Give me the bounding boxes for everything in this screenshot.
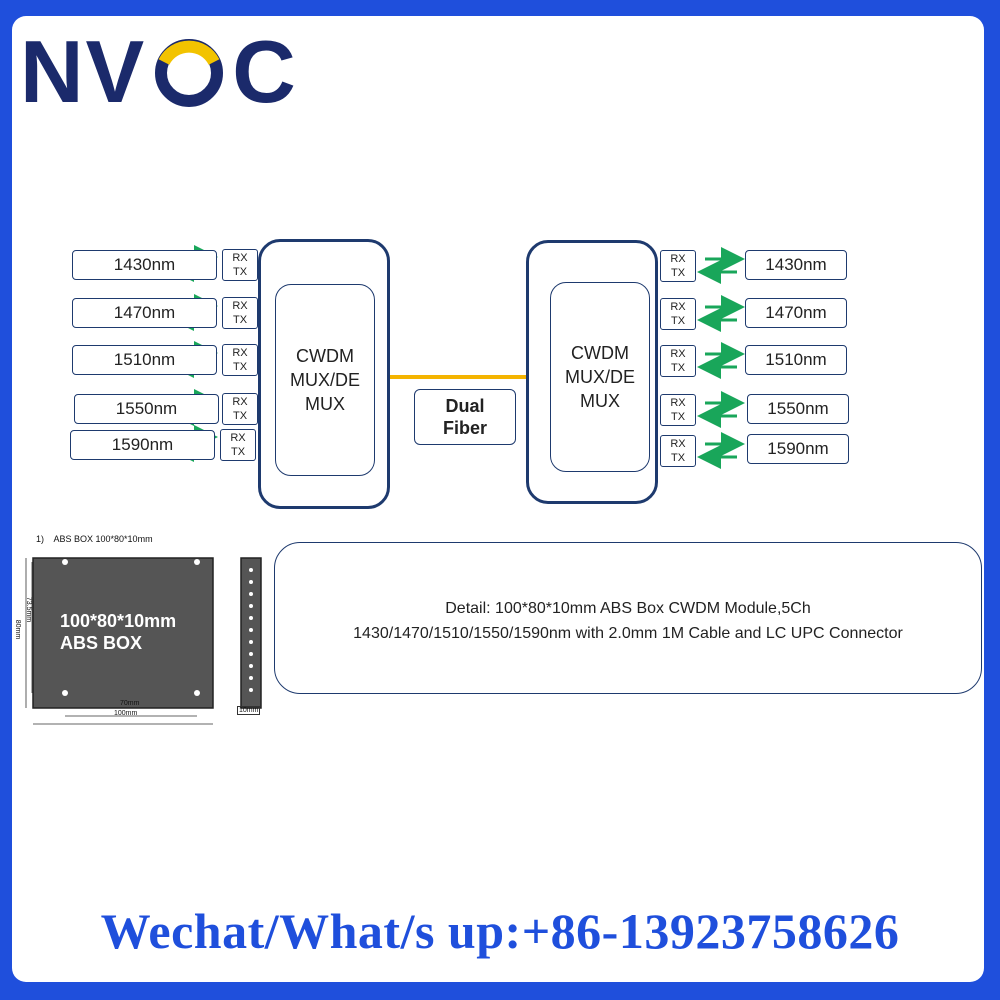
port-icon	[249, 568, 253, 572]
logo-ring-icon	[150, 32, 228, 110]
mount-hole-icon	[194, 690, 200, 696]
port-icon	[249, 580, 253, 584]
port-icon	[249, 640, 253, 644]
left-wavelength-3: 1510nm	[72, 345, 217, 375]
dim-thickness: 10mm	[237, 706, 261, 715]
left-wavelength-5: 1590nm	[70, 430, 215, 460]
left-wavelength-4: 1550nm	[74, 394, 219, 424]
port-icon	[249, 664, 253, 668]
right-mux-outer	[526, 240, 658, 504]
detail-panel	[274, 542, 982, 694]
detail-line-1: Detail: 100*80*10mm ABS Box CWDM Module,…	[445, 600, 811, 617]
right-wavelength-4: 1550nm	[747, 394, 849, 424]
mount-hole-icon	[62, 559, 68, 565]
abs-box-labels: 100*80*10mm ABS BOX	[60, 610, 176, 654]
abs-box-drawing	[25, 557, 262, 725]
port-icon	[249, 676, 253, 680]
detail-text: Detail: 100*80*10mm ABS Box CWDM Module,…	[274, 596, 982, 646]
dim-width: 100mm	[114, 710, 138, 717]
abs-box-type-label: ABS BOX	[60, 633, 143, 653]
mount-hole-icon	[194, 559, 200, 565]
port-icon	[249, 616, 253, 620]
abs-box-size-label: 100*80*10mm	[60, 611, 177, 631]
port-icon	[249, 592, 253, 596]
right-wavelength-2: 1470nm	[745, 298, 847, 328]
port-icon	[249, 604, 253, 608]
dim-hole-height: 73.5mm	[25, 596, 33, 623]
contact-footer: Wechat/What/s up:+86-13923758626	[100, 903, 900, 959]
detail-line-2: 1430/1470/1510/1550/1590nm with 2.0mm 1M…	[353, 625, 903, 642]
content-card: NV C	[12, 16, 984, 982]
abs-box-side	[240, 557, 262, 709]
abs-box-front	[32, 557, 214, 709]
nvoc-logo: NV C	[20, 28, 298, 116]
left-wavelength-1: 1430nm	[72, 250, 217, 280]
port-icon	[249, 652, 253, 656]
port-icon	[249, 628, 253, 632]
mount-hole-icon	[62, 690, 68, 696]
dim-hole-spacing: 70mm	[120, 700, 140, 707]
logo-text-right: C	[232, 22, 298, 121]
right-wavelength-5: 1590nm	[747, 434, 849, 464]
left-mux-outer	[258, 239, 390, 509]
left-wavelength-2: 1470nm	[72, 298, 217, 328]
dim-height: 80mm	[14, 619, 22, 640]
logo-text-left: NV	[20, 22, 147, 121]
right-wavelength-1: 1430nm	[745, 250, 847, 280]
right-wavelength-3: 1510nm	[745, 345, 847, 375]
drawing-caption: 1) ABS BOX 100*80*10mm	[36, 534, 153, 544]
port-icon	[249, 688, 253, 692]
